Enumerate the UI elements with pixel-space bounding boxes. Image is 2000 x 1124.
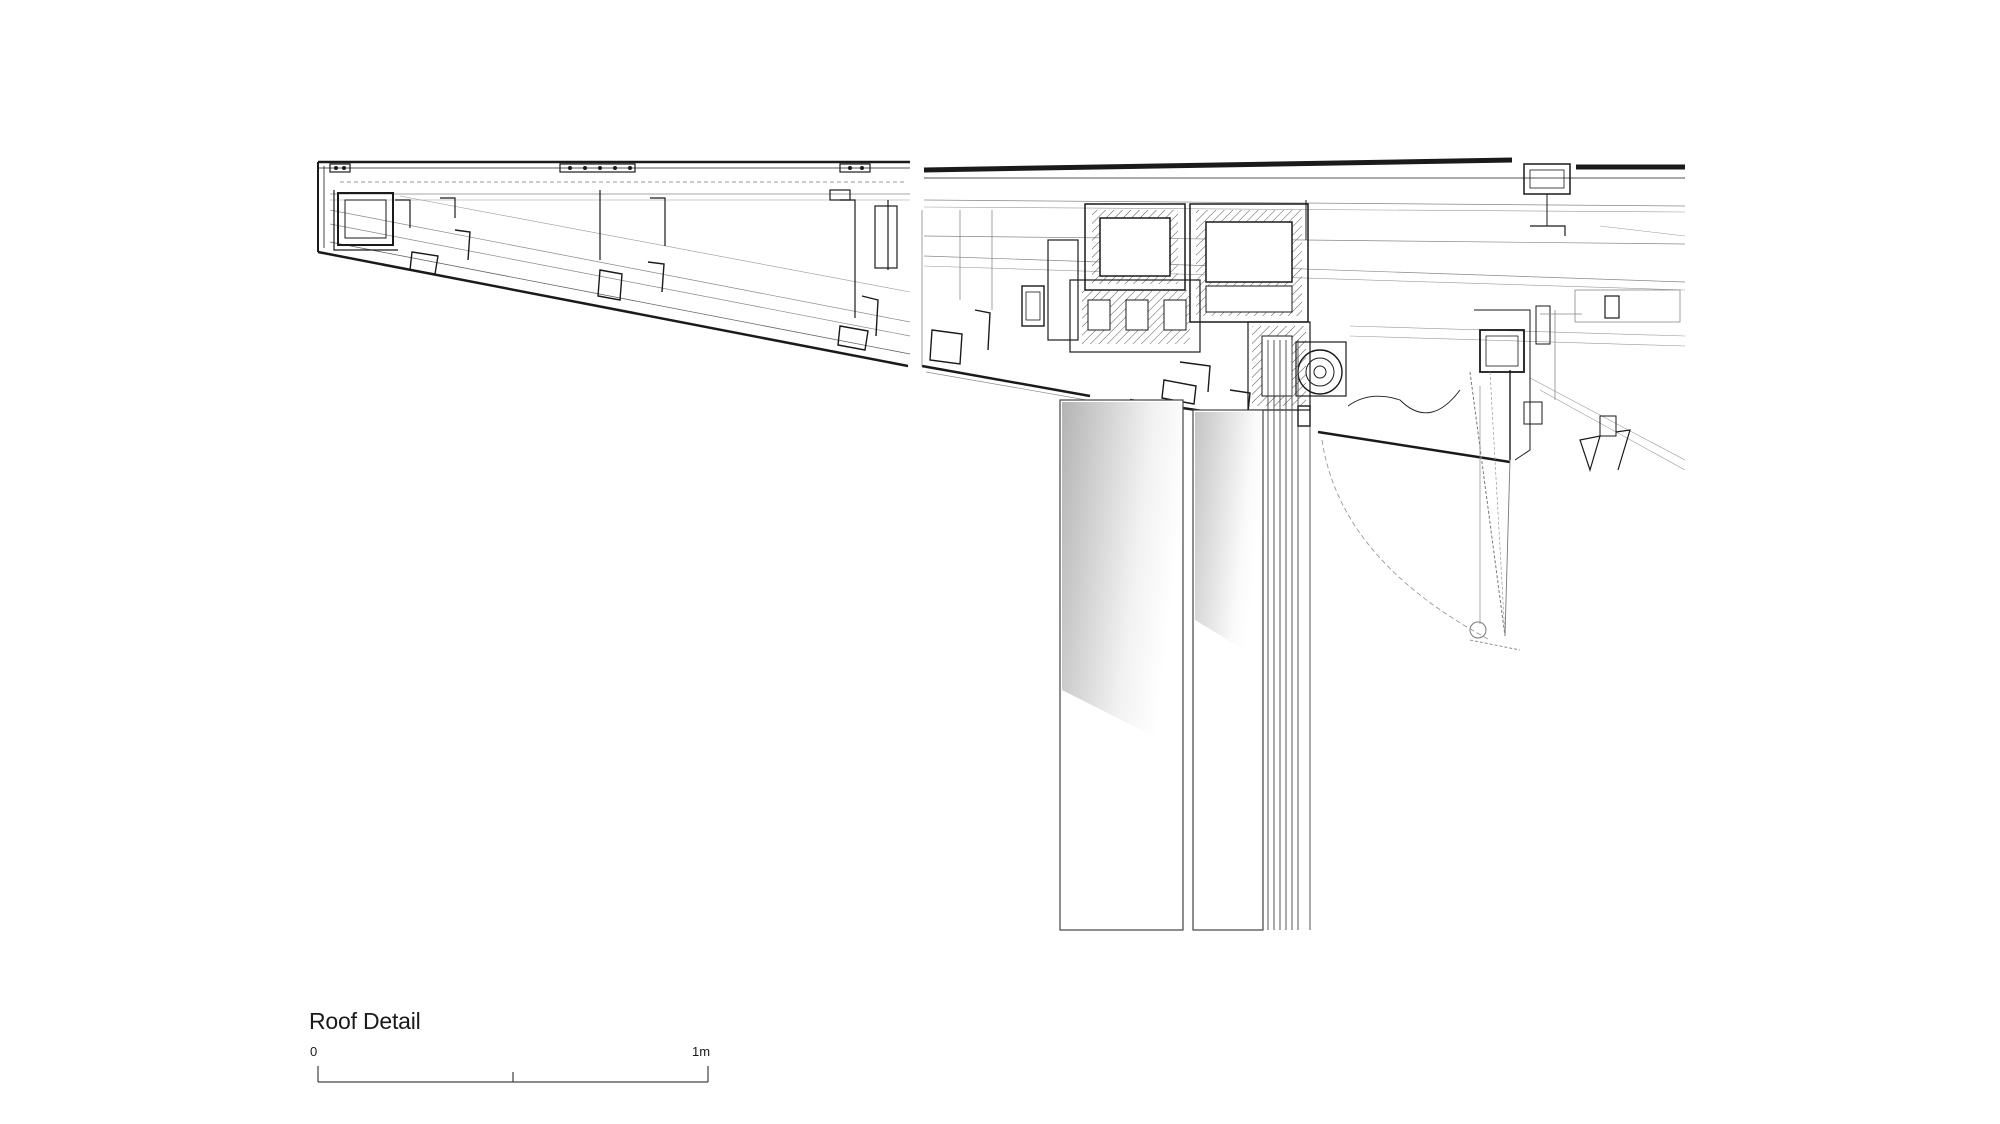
steel-beam-sections <box>1021 203 1347 411</box>
glazing-panels <box>1059 340 1311 931</box>
scale-end-label: 1m <box>692 1044 711 1059</box>
left-roof-cantilever <box>317 160 911 368</box>
drawing-caption: Roof Detail <box>309 1008 421 1034</box>
soffit-clip-brackets <box>921 200 1307 413</box>
right-end-details <box>1321 163 1681 651</box>
right-roof-assembly <box>921 157 1686 471</box>
scale-start-label: 0 <box>310 1044 318 1059</box>
scale-bar <box>317 1066 709 1083</box>
